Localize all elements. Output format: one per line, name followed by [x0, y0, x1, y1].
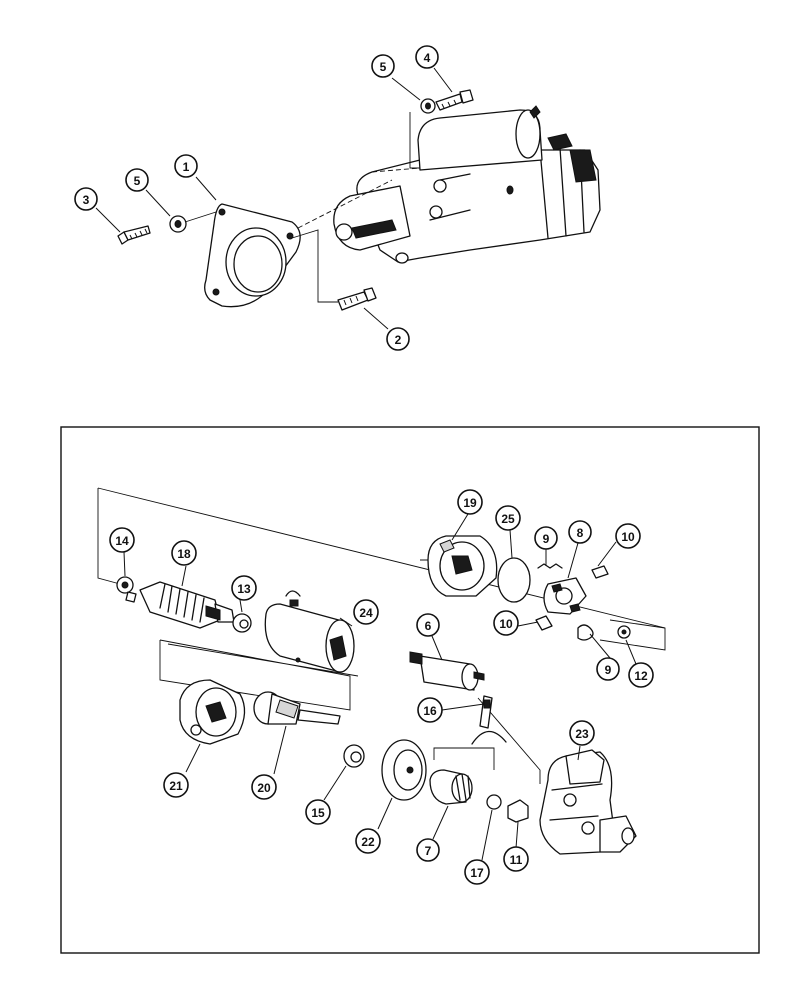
- guide-band-lower: [159, 639, 359, 711]
- brush-10-lower: [535, 615, 553, 631]
- screw-3: [117, 225, 151, 245]
- stud-2: [337, 287, 377, 311]
- callout-label-9-top: 9: [543, 532, 550, 546]
- bearing-15: [343, 744, 365, 768]
- guide-band-pinion: [433, 697, 541, 784]
- callout-label-19: 19: [463, 496, 477, 510]
- washer-5-left: [169, 215, 187, 233]
- callout-label-5-left: 5: [134, 174, 141, 188]
- drive-end-housing-21: [179, 679, 246, 745]
- callout-5-right: 5: [371, 54, 395, 78]
- starter-motor-assembly: [333, 105, 601, 264]
- callout-5-left: 5: [125, 168, 149, 192]
- leader-lines: [95, 67, 637, 861]
- bolt-4: [435, 89, 474, 111]
- callout-label-9-lower: 9: [605, 663, 612, 677]
- callout-2: 2: [386, 327, 410, 351]
- pinion-7: [429, 769, 473, 805]
- callout-label-11: 11: [510, 853, 523, 867]
- guide-line-washer-flange: [184, 211, 217, 223]
- o-ring-25: [497, 557, 531, 603]
- callout-label-15: 15: [311, 806, 325, 820]
- callout-label-17: 17: [470, 866, 484, 880]
- callout-6: 6: [416, 613, 440, 637]
- callout-7: 7: [416, 838, 440, 862]
- solenoid-6: [409, 651, 485, 691]
- spring-9-lower: [577, 624, 594, 641]
- callout-label-12: 12: [634, 669, 648, 683]
- bush-11: [507, 799, 529, 823]
- gear-carrier-22: [381, 739, 427, 801]
- callout-label-2: 2: [395, 333, 402, 347]
- callout-25: 25: [495, 505, 521, 531]
- callout-20: 20: [251, 774, 277, 800]
- collar-17: [486, 794, 502, 810]
- gear-shaft-20: [253, 691, 341, 725]
- callout-18: 18: [171, 540, 197, 566]
- callout-23: 23: [569, 720, 595, 746]
- callout-10-lower: 10: [493, 610, 519, 636]
- end-frame-19: [427, 535, 498, 597]
- callout-4: 4: [415, 45, 439, 69]
- callout-9-lower: 9: [596, 657, 620, 681]
- callout-label-5-right: 5: [380, 60, 387, 74]
- callout-label-4: 4: [424, 51, 431, 65]
- washer-5-right: [420, 98, 436, 114]
- shift-fork-16: [471, 695, 507, 745]
- spring-9-top: [537, 563, 563, 569]
- guide-line-flange-to-starter: [297, 179, 393, 229]
- guide-line-stud-2: [291, 229, 338, 303]
- brush-10-top: [591, 565, 609, 579]
- washer-14: [116, 576, 134, 594]
- callout-label-14: 14: [115, 534, 129, 548]
- callout-label-21: 21: [169, 779, 183, 793]
- callout-19: 19: [457, 489, 483, 515]
- callout-label-22: 22: [361, 835, 375, 849]
- armature-18: [125, 581, 235, 629]
- callout-label-18: 18: [177, 547, 191, 561]
- callout-11: 11: [503, 846, 529, 872]
- callout-10-top: 10: [615, 523, 641, 549]
- mounting-flange-1: [204, 203, 301, 308]
- callout-label-10-lower: 10: [499, 617, 513, 631]
- callout-14: 14: [109, 527, 135, 553]
- callout-label-25: 25: [501, 512, 515, 526]
- callout-label-16: 16: [423, 704, 437, 718]
- exploded-view-parts: [97, 487, 666, 855]
- callout-label-24: 24: [359, 606, 373, 620]
- callout-15: 15: [305, 799, 331, 825]
- exploded-view-frame: [60, 426, 760, 954]
- guide-line-solenoid: [371, 167, 421, 173]
- callout-13: 13: [231, 575, 257, 601]
- callout-17: 17: [464, 859, 490, 885]
- callout-label-1: 1: [183, 160, 190, 174]
- bearing-13: [232, 613, 252, 633]
- callout-label-8: 8: [577, 526, 584, 540]
- top-assembly: [117, 89, 601, 311]
- field-housing-24: [264, 590, 355, 673]
- callout-22: 22: [355, 828, 381, 854]
- callout-label-6: 6: [425, 619, 432, 633]
- callout-label-20: 20: [257, 781, 271, 795]
- callout-label-13: 13: [237, 582, 251, 596]
- callout-1: 1: [174, 154, 198, 178]
- callout-8: 8: [568, 520, 592, 544]
- brush-holder-8: [543, 577, 587, 615]
- nut-12: [617, 625, 631, 639]
- callout-16: 16: [417, 697, 443, 723]
- callout-24: 24: [353, 599, 379, 625]
- callout-label-10-top: 10: [621, 530, 635, 544]
- callout-label-23: 23: [575, 727, 589, 741]
- callout-12: 12: [628, 662, 654, 688]
- callout-label-7: 7: [425, 844, 432, 858]
- guide-band-armature: [97, 487, 666, 651]
- starter-housing-23: [539, 749, 637, 855]
- callout-21: 21: [163, 772, 189, 798]
- callout-3: 3: [74, 187, 98, 211]
- callout-9-top: 9: [534, 526, 558, 550]
- callout-label-3: 3: [83, 193, 90, 207]
